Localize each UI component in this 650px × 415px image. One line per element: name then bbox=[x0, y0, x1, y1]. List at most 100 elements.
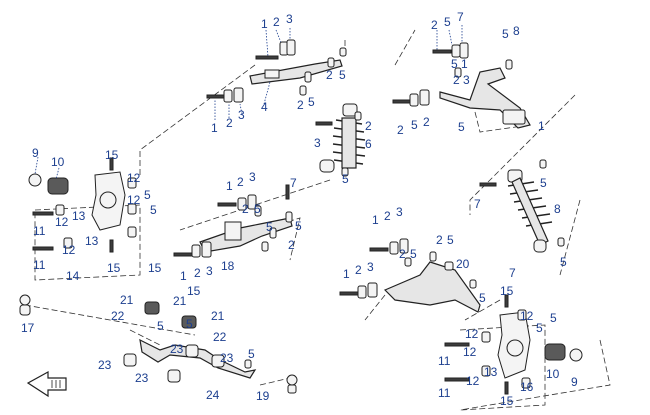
callout: 24 bbox=[206, 388, 220, 402]
callout: 15 bbox=[148, 261, 162, 275]
callout: 3 bbox=[238, 108, 245, 122]
callout: 11 bbox=[33, 224, 46, 238]
callout: 8 bbox=[513, 24, 520, 38]
callout: 5 bbox=[295, 219, 302, 233]
callout: 12 bbox=[127, 171, 141, 185]
callout: 5 bbox=[248, 347, 255, 361]
callout: 2 bbox=[436, 233, 443, 247]
callout: 10 bbox=[546, 367, 560, 381]
callout: 2 bbox=[397, 123, 404, 137]
callout: 13 bbox=[484, 365, 498, 379]
callout: 5 bbox=[540, 176, 547, 190]
callout: 10 bbox=[51, 155, 65, 169]
lower-right-control-arm bbox=[339, 238, 481, 313]
callout: 5 bbox=[157, 319, 164, 333]
callout: 5 bbox=[308, 95, 315, 109]
stabilizer-bar-assembly bbox=[19, 294, 298, 394]
callout: 1 bbox=[372, 213, 379, 227]
callout: 2 bbox=[399, 247, 406, 261]
callout: 13 bbox=[85, 234, 99, 248]
callout: 5 bbox=[339, 68, 346, 82]
callout: 3 bbox=[396, 205, 403, 219]
callout: 5 bbox=[410, 247, 417, 261]
callout: 2 bbox=[355, 263, 362, 277]
callout: 4 bbox=[261, 100, 268, 114]
callout: 5 bbox=[502, 27, 509, 41]
callout: 7 bbox=[474, 197, 481, 211]
callout: 5 bbox=[150, 203, 157, 217]
callout: 11 bbox=[438, 354, 451, 368]
callout: 1 bbox=[211, 121, 218, 135]
callout: 1 bbox=[261, 17, 268, 31]
callout: 2 bbox=[237, 175, 244, 189]
callout: 7 bbox=[509, 266, 516, 280]
callout: 1 bbox=[180, 269, 187, 283]
assembly-boundaries bbox=[24, 29, 611, 411]
callout: 2 bbox=[431, 18, 438, 32]
callout: 2 bbox=[423, 115, 430, 129]
callout: 2 bbox=[384, 209, 391, 223]
callout: 11 bbox=[438, 386, 451, 400]
callout: 21 bbox=[120, 293, 134, 307]
callouts: 1 2 3 2 5 2 5 1 2 3 4 2 5 7 5 8 5 1 2 3 … bbox=[21, 10, 578, 408]
callout: 5 bbox=[144, 188, 151, 202]
callout: 5 bbox=[536, 321, 543, 335]
left-knuckle-assembly bbox=[28, 156, 137, 253]
callout: 2 bbox=[453, 73, 460, 87]
callout: 22 bbox=[213, 330, 227, 344]
callout: 6 bbox=[365, 137, 372, 151]
callout: 23 bbox=[170, 342, 184, 356]
callout: 9 bbox=[32, 146, 39, 160]
callout: 14 bbox=[66, 269, 80, 283]
callout: 5 bbox=[266, 220, 273, 234]
upper-right-control-arm bbox=[392, 25, 531, 129]
callout: 5 bbox=[186, 317, 193, 331]
callout: 23 bbox=[135, 371, 149, 385]
callout: 15 bbox=[500, 394, 514, 408]
callout: 12 bbox=[62, 243, 76, 257]
callout: 17 bbox=[21, 321, 35, 335]
callout: 2 bbox=[242, 202, 249, 216]
callout: 7 bbox=[290, 176, 297, 190]
callout: 1 bbox=[461, 57, 468, 71]
callout: 21 bbox=[173, 294, 187, 308]
callout: 7 bbox=[457, 10, 464, 24]
callout: 3 bbox=[286, 12, 293, 26]
callout: 5 bbox=[444, 15, 451, 29]
callout: 5 bbox=[254, 202, 261, 216]
callout: 12 bbox=[466, 374, 480, 388]
callout: 2 bbox=[288, 238, 295, 252]
callout: 12 bbox=[55, 215, 69, 229]
callout: 5 bbox=[479, 291, 486, 305]
front-direction-arrow bbox=[26, 370, 67, 398]
callout: 3 bbox=[463, 73, 470, 87]
callout: 5 bbox=[451, 57, 458, 71]
callout: 3 bbox=[249, 170, 256, 184]
callout: 9 bbox=[571, 375, 578, 389]
callout: 16 bbox=[520, 380, 534, 394]
callout: 12 bbox=[520, 309, 534, 323]
callout: 5 bbox=[458, 120, 465, 134]
callout: 1 bbox=[343, 267, 350, 281]
callout: 23 bbox=[220, 351, 234, 365]
callout: 12 bbox=[465, 327, 479, 341]
upper-left-control-arm bbox=[206, 28, 347, 120]
callout: 22 bbox=[111, 309, 125, 323]
lower-shock-absorber bbox=[479, 159, 565, 253]
callout: 2 bbox=[226, 116, 233, 130]
callout: 15 bbox=[187, 284, 201, 298]
callout: 11 bbox=[33, 258, 46, 272]
callout: 8 bbox=[554, 202, 561, 216]
callout: 21 bbox=[211, 309, 225, 323]
callout: 2 bbox=[297, 98, 304, 112]
callout: 5 bbox=[411, 118, 418, 132]
callout: 2 bbox=[365, 119, 372, 133]
callout: 15 bbox=[105, 148, 119, 162]
upper-shock-absorber bbox=[315, 103, 366, 177]
callout: 12 bbox=[127, 193, 141, 207]
callout: 2 bbox=[326, 68, 333, 82]
callout: 1 bbox=[538, 119, 545, 133]
callout: 23 bbox=[98, 358, 112, 372]
